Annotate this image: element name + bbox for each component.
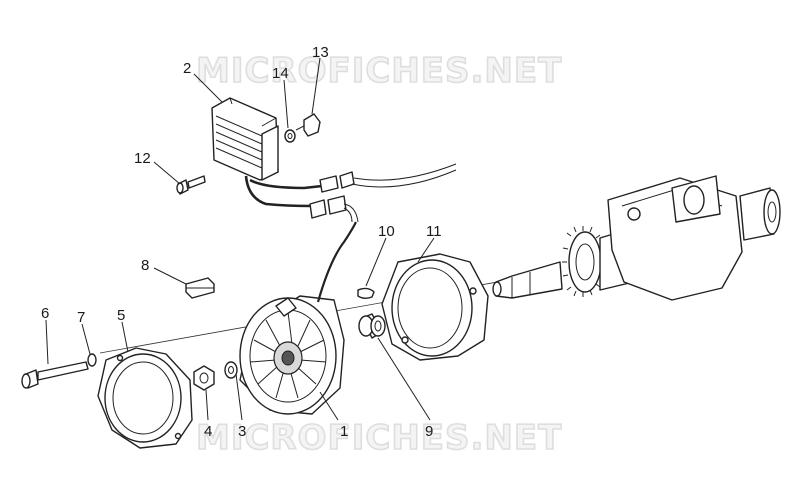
alternator-cover <box>97 347 193 449</box>
watermark-bottom: MICROFICHES.NET <box>196 418 562 458</box>
callout-11: 11 <box>426 223 442 240</box>
spring-washer <box>87 353 97 367</box>
watermark-top: MICROFICHES.NET <box>196 51 562 91</box>
washer <box>224 361 238 379</box>
grommet <box>185 277 215 299</box>
nut <box>193 365 215 391</box>
leader-lines <box>45 57 435 421</box>
callout-12: 12 <box>134 150 151 167</box>
washer-small <box>284 129 296 143</box>
callouts: 1 2 3 4 5 6 7 8 9 10 11 12 13 14 <box>41 44 442 440</box>
voltage-regulator <box>211 97 457 223</box>
callout-8: 8 <box>141 257 149 274</box>
callout-7: 7 <box>77 309 85 326</box>
spacer <box>358 313 386 339</box>
callout-5: 5 <box>117 307 125 324</box>
callout-3: 3 <box>238 423 246 440</box>
callout-9: 9 <box>425 423 433 440</box>
key <box>357 287 375 299</box>
callout-6: 6 <box>41 305 49 322</box>
callout-2: 2 <box>183 60 191 77</box>
screw <box>176 175 206 195</box>
callout-14: 14 <box>272 65 289 82</box>
callout-4: 4 <box>204 423 212 440</box>
callout-13: 13 <box>312 44 329 61</box>
stator-wire <box>316 221 357 303</box>
stator-rotor <box>239 295 345 415</box>
clip <box>295 113 321 137</box>
bolt <box>21 361 89 389</box>
callout-10: 10 <box>378 223 395 240</box>
stator-support <box>381 253 489 361</box>
callout-1: 1 <box>340 423 348 440</box>
crankshaft <box>492 175 781 301</box>
